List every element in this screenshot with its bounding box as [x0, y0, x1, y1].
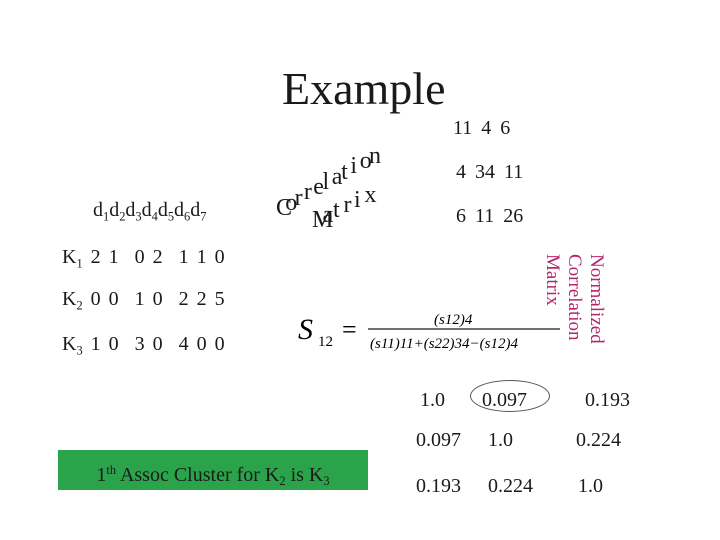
doc-index: 6	[184, 209, 191, 224]
curved-letter: t	[333, 197, 340, 223]
doc-index: 4	[151, 209, 158, 224]
curved-letter: o	[285, 189, 298, 216]
normalized-cell: 1.0	[578, 475, 603, 497]
curved-letter: l	[322, 169, 330, 195]
normalized-cell: 0.097	[482, 389, 527, 411]
matrix-cell: 11	[453, 117, 473, 139]
formula-lhs: S	[298, 313, 313, 346]
matrix-cell: 6	[500, 117, 511, 139]
document-header: d1d2d3d4d5d6d7	[93, 200, 206, 223]
curved-letter: r	[294, 184, 303, 211]
curved-letter: r	[343, 192, 352, 218]
matrix-cell: 4	[456, 161, 466, 183]
label-line: Matrix	[542, 254, 563, 306]
matrix-cell: 11	[475, 205, 495, 227]
correlation-matrix-row: 4 34 11	[456, 162, 523, 182]
keyword-values: 1 0 3 0 4 0 0	[90, 333, 225, 355]
doc-letter: d	[174, 199, 185, 221]
slide-title: Example	[282, 63, 446, 114]
curved-letter: a	[331, 163, 343, 190]
curved-letter: n	[369, 143, 381, 169]
keyword-index: 1	[76, 256, 83, 271]
matrix-cell: 4	[481, 117, 492, 139]
label-line: Normalized	[586, 254, 607, 344]
curved-letter: i	[354, 187, 361, 213]
highlight-circle	[470, 380, 550, 412]
matrix-cell: 26	[503, 205, 524, 227]
keyword-row-k2: K2 0 0 1 0 2 2 5	[62, 289, 225, 312]
matrix-cell: 11	[504, 161, 524, 183]
correlation-matrix-row: 6 11 26	[456, 206, 523, 226]
curved-letter: t	[341, 158, 348, 185]
keyword-label: K	[62, 333, 77, 355]
matrix-cell: 34	[475, 161, 495, 183]
keyword-row-k1: K1 2 1 0 2 1 1 0	[62, 247, 225, 270]
keyword-label: K	[62, 288, 77, 310]
keyword-values: 2 1 0 2 1 1 0	[90, 246, 225, 268]
doc-letter: d	[157, 199, 168, 221]
normalized-cell: 0.224	[576, 429, 621, 451]
keyword-values: 0 0 1 0 2 2 5	[90, 288, 225, 310]
doc-index: 1	[103, 209, 110, 224]
doc-index: 5	[167, 209, 175, 224]
formula-lhs-sub: 12	[318, 334, 333, 350]
matrix-cell: 6	[456, 205, 466, 227]
doc-index: 2	[119, 209, 126, 224]
doc-index: 3	[135, 209, 142, 224]
normalization-formula: S 12 = (s12)4 (s11)11+(s22)34−(s12)4	[298, 304, 568, 356]
curved-letter: x	[364, 182, 377, 208]
formula-equals: =	[342, 315, 357, 344]
assoc-ordinal-sup: th	[106, 463, 117, 477]
curved-letter: a	[322, 202, 334, 228]
doc-letter: d	[190, 199, 201, 221]
curved-letter: C	[276, 195, 293, 221]
doc-letter: d	[125, 199, 136, 221]
normalized-cell: 0.224	[488, 475, 533, 497]
assoc-text: Assoc Cluster for K	[119, 463, 280, 486]
curved-letter: e	[313, 174, 324, 201]
keyword-index: 3	[76, 343, 83, 358]
assoc-cluster-box: 1th Assoc Cluster for K2 is K3	[58, 450, 368, 490]
formula-denominator: (s11)11+(s22)34−(s12)4	[370, 336, 519, 352]
formula-numerator: (s12)4	[434, 312, 473, 328]
curved-letter: r	[303, 179, 312, 206]
correlation-matrix-row: 11 4 6	[453, 118, 510, 138]
label-line: Correlation	[564, 254, 585, 341]
normalized-cell: 0.193	[585, 389, 630, 411]
doc-letter: d	[141, 199, 152, 221]
curved-letter: M	[312, 207, 334, 233]
doc-letter: d	[109, 199, 120, 221]
curved-letter: o	[359, 148, 372, 175]
normalized-cell: 0.193	[416, 475, 461, 497]
keyword-label: K	[62, 246, 77, 268]
normalized-cell: 0.097	[416, 429, 461, 451]
keyword-row-k3: K3 1 0 3 0 4 0 0	[62, 334, 225, 357]
assoc-ordinal: 1	[96, 463, 107, 486]
curved-letter: i	[350, 153, 358, 180]
normalized-cell: 1.0	[488, 429, 513, 451]
assoc-sub: 3	[323, 474, 330, 489]
keyword-index: 2	[76, 298, 83, 313]
assoc-text: is K	[290, 463, 324, 486]
doc-letter: d	[93, 199, 103, 221]
normalized-cell: 1.0	[420, 389, 445, 411]
normalized-matrix-label: Normalized Correlation Matrix	[532, 254, 607, 344]
doc-index: 7	[200, 209, 207, 224]
assoc-sub: 2	[279, 474, 286, 489]
